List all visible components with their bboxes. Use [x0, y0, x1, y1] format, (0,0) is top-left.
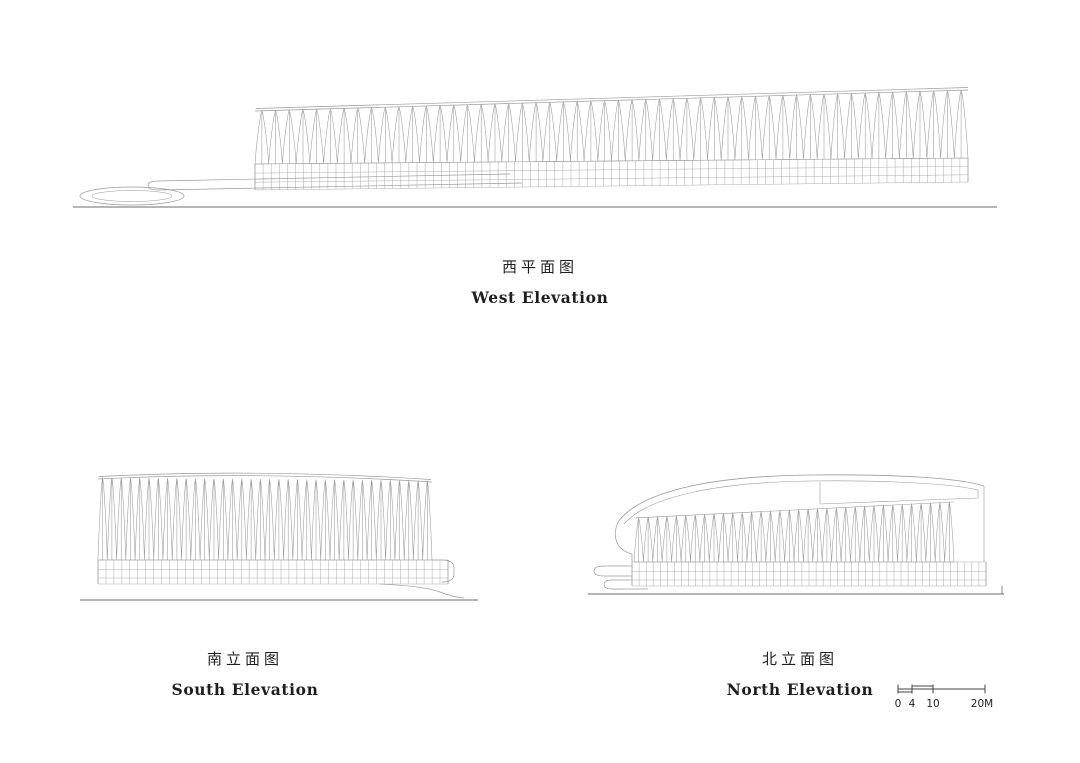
west-caption: 西平面图 West Elevation: [440, 256, 640, 307]
south-elevation-drawing: [80, 472, 478, 601]
scale-bar-line: [897, 684, 986, 694]
north-caption-en: North Elevation: [726, 680, 874, 699]
west-elevation-drawing: [73, 87, 997, 208]
north-caption-zh: 北立面图: [761, 650, 838, 668]
north-caption: 北立面图 North Elevation: [700, 648, 900, 699]
south-caption-zh: 南立面图: [206, 650, 283, 668]
south-caption: 南立面图 South Elevation: [145, 648, 345, 699]
west-caption-en: West Elevation: [471, 288, 609, 307]
north-elevation-drawing: [588, 474, 1004, 595]
scale-bar: 0 4 10 20M: [895, 684, 993, 710]
south-caption-en: South Elevation: [171, 680, 319, 699]
scale-tick-10: 10: [926, 698, 939, 710]
west-caption-zh: 西平面图: [501, 258, 578, 276]
scale-tick-0: 0: [895, 698, 902, 710]
scale-tick-4: 4: [909, 698, 916, 710]
scale-tick-20m: 20M: [971, 698, 993, 710]
